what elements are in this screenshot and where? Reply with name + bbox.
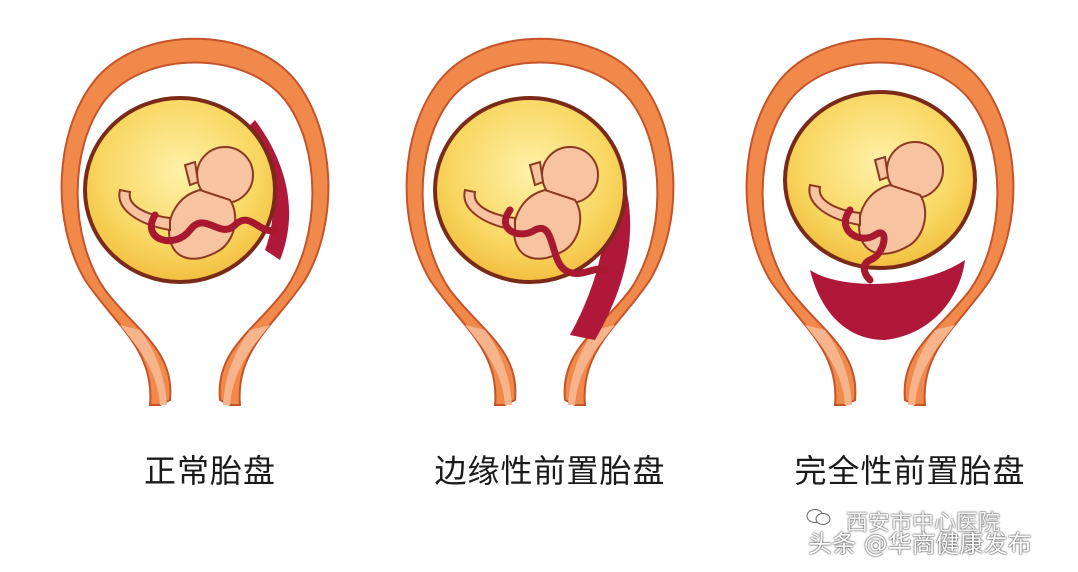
panel-complete-placenta-previa <box>745 37 1015 406</box>
fetus <box>463 146 599 260</box>
umbilical-cord <box>501 206 609 278</box>
label-marginal-placenta-previa: 边缘性前置胎盘 <box>434 452 666 490</box>
umbilical-cord <box>841 206 888 284</box>
panel-marginal-placenta-previa <box>405 37 675 406</box>
uterus <box>745 37 1015 406</box>
panel-normal-placenta <box>60 37 330 406</box>
uterus <box>405 37 675 406</box>
umbilical-cord <box>147 211 279 245</box>
placenta <box>810 260 965 340</box>
label-normal-placenta: 正常胎盘 <box>143 452 276 490</box>
watermark-hospital: 西安市中心医院 <box>846 511 1001 536</box>
placenta <box>245 120 290 260</box>
wechat-logo-icon <box>806 509 831 525</box>
uterus <box>60 37 330 406</box>
watermark-outlet: 头条 @华商健康发布 <box>808 530 1032 558</box>
label-complete-placenta-previa: 完全性前置胎盘 <box>794 452 1026 490</box>
